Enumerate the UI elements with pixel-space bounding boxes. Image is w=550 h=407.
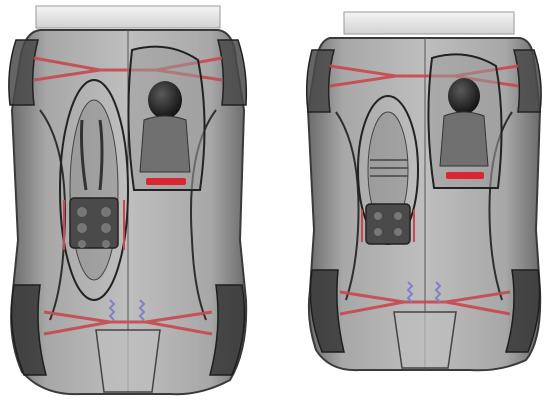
car-right-driver-helmet [448, 78, 480, 114]
car-right-engine-heads [361, 210, 415, 242]
car-left-driver-body [139, 115, 191, 173]
car-left-wheel-front-left [8, 39, 39, 106]
car-right-springs [406, 281, 442, 303]
car-right-wheel-rear-right [505, 269, 541, 353]
car-right-rear-wing [343, 11, 515, 35]
car-left-engine-heads [63, 200, 125, 250]
car-right-wheel-rear-left [309, 269, 345, 353]
car-left-driver-helmet [148, 81, 182, 119]
car-left-springs [108, 299, 146, 321]
car-right-intakes [374, 212, 402, 236]
car-left-wheel-front-right [217, 39, 248, 106]
car-right-wheel-front-right [513, 49, 542, 113]
car-left [8, 5, 248, 396]
car-right [305, 11, 542, 372]
car-left-nose [95, 329, 161, 393]
car-left-rear-wing [35, 5, 221, 29]
car-left-exhaust [80, 119, 104, 191]
car-left-seat-highlight [146, 178, 186, 185]
car-left-wheel-rear-right [209, 284, 246, 376]
car-left-wheel-rear-left [10, 284, 47, 376]
car-left-engine-block [69, 197, 119, 249]
car-right-driver-body [439, 111, 489, 167]
car-right-sidepod-left [335, 111, 360, 301]
car-right-nose [393, 311, 457, 369]
car-right-cooler [370, 159, 408, 177]
car-right-seat-highlight [446, 172, 484, 179]
car-left-rear-suspension [43, 310, 213, 336]
car-left-engine-cover [59, 79, 129, 301]
car-left-intakes [77, 207, 111, 248]
car-right-engine-block [365, 203, 411, 245]
car-right-wheel-front-left [305, 49, 335, 113]
